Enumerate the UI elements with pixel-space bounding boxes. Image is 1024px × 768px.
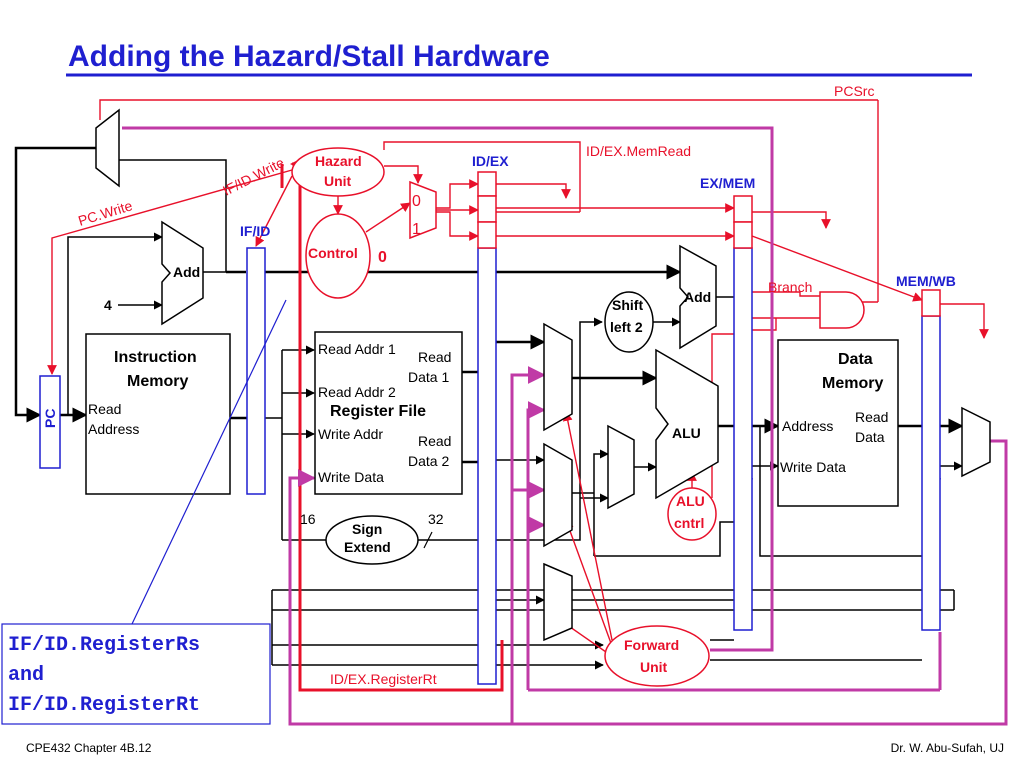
slide-title: Adding the Hazard/Stall Hardware xyxy=(68,40,550,73)
alu-src-mux xyxy=(607,424,635,510)
mem-wb-label: MEM/WB xyxy=(896,273,956,289)
constant-zero: 0 xyxy=(378,249,387,266)
dm-read-data-1: Read xyxy=(855,409,888,425)
sign-extend-2: Extend xyxy=(344,539,391,555)
stall-mux-in-1: 1 xyxy=(412,221,421,238)
hazard-unit-label-2: Unit xyxy=(324,173,352,189)
register-file xyxy=(314,331,463,495)
pc-source-mux xyxy=(95,108,120,188)
idex-memread-label: ID/EX.MemRead xyxy=(586,143,691,159)
dm-write-data: Write Data xyxy=(780,459,846,475)
shift-left-2-label: left 2 xyxy=(610,319,643,335)
im-title-1: Instruction xyxy=(114,349,197,366)
add-branch-label: Add xyxy=(684,289,711,305)
writeback-mux xyxy=(961,406,991,478)
ex-mem-register xyxy=(733,247,753,631)
bus-width-16: 16 xyxy=(300,511,316,527)
pc-write-label: PC.Write xyxy=(76,197,134,229)
add-top-label: Add xyxy=(173,264,200,280)
im-title-2: Memory xyxy=(127,373,188,390)
rf-title: Register File xyxy=(330,403,426,420)
id-ex-label: ID/EX xyxy=(472,153,509,169)
control-unit xyxy=(305,213,371,299)
regdst-mux xyxy=(543,562,573,642)
shift-left-1: Shift xyxy=(612,297,643,313)
im-port-1: Read xyxy=(88,401,121,417)
shift-left-2 xyxy=(604,291,654,353)
pipeline-registers: IF/ID ID/EX EX/MEM MEM/WB xyxy=(240,153,956,685)
if-id-register xyxy=(246,247,266,495)
branch-and-gate xyxy=(819,291,865,329)
forwarding-wires xyxy=(122,126,1008,726)
stall-mux-in-0: 0 xyxy=(412,193,421,210)
footer-right: Dr. W. Abu-Sufah, UJ xyxy=(891,741,1004,755)
rf-write-addr: Write Addr xyxy=(318,426,383,442)
callout-line-2: and xyxy=(8,664,44,687)
data-memory xyxy=(777,339,899,507)
sign-extend-1: Sign xyxy=(352,521,382,537)
pc-increment-adder xyxy=(161,220,204,326)
pcsrc-label: PCSrc xyxy=(834,83,874,99)
callout-pointer xyxy=(131,299,287,625)
datapath-wires xyxy=(14,146,1006,670)
forward-mux-b xyxy=(543,442,573,548)
dm-title-1: Data xyxy=(838,351,873,368)
if-id-write-label: IF/ID.Write xyxy=(220,154,287,199)
rf-read-addr-1: Read Addr 1 xyxy=(318,341,396,357)
footer-left: CPE432 Chapter 4B.12 xyxy=(26,741,152,755)
control-label: Control xyxy=(308,245,358,261)
rf-read-data-2a: Read xyxy=(418,433,451,449)
alu-label: ALU xyxy=(672,425,701,441)
rf-read-data-2b: Data 2 xyxy=(408,453,449,469)
branch-label: Branch xyxy=(768,279,812,295)
rf-read-data-1b: Data 1 xyxy=(408,369,449,385)
forward-mux-a xyxy=(543,322,573,432)
hazard-unit-label-1: Hazard xyxy=(315,153,362,169)
alu-control xyxy=(667,487,717,541)
bus-width-32: 32 xyxy=(428,511,444,527)
pc-label: PC xyxy=(42,409,58,428)
rf-read-addr-2: Read Addr 2 xyxy=(318,384,396,400)
rf-write-data: Write Data xyxy=(318,469,384,485)
alu-control-2: cntrl xyxy=(674,515,704,531)
callout-line-3: IF/ID.RegisterRt xyxy=(8,694,200,717)
rf-read-data-1a: Read xyxy=(418,349,451,365)
id-ex-register xyxy=(477,247,497,685)
branch-adder xyxy=(679,244,717,350)
mem-wb-register xyxy=(921,315,941,631)
forward-unit-2: Unit xyxy=(640,659,668,675)
dm-read-data-2: Data xyxy=(855,429,885,445)
forward-unit-1: Forward xyxy=(624,637,679,653)
constant-four: 4 xyxy=(104,297,112,313)
pc-register xyxy=(39,375,61,469)
dm-title-2: Memory xyxy=(822,375,883,392)
sign-extend xyxy=(325,515,419,565)
hazard-unit xyxy=(291,147,385,197)
stall-mux xyxy=(409,180,437,240)
callout-line-1: IF/ID.RegisterRs xyxy=(8,634,200,657)
alu xyxy=(655,348,719,500)
forward-unit xyxy=(604,625,710,687)
im-port-2: Address xyxy=(88,421,139,437)
alu-control-1: ALU xyxy=(676,493,705,509)
if-id-label: IF/ID xyxy=(240,223,270,239)
idex-registerrt-label: ID/EX.RegisterRt xyxy=(330,671,437,687)
callout-box xyxy=(1,623,271,725)
ex-mem-label: EX/MEM xyxy=(700,175,755,191)
dm-address: Address xyxy=(782,418,833,434)
